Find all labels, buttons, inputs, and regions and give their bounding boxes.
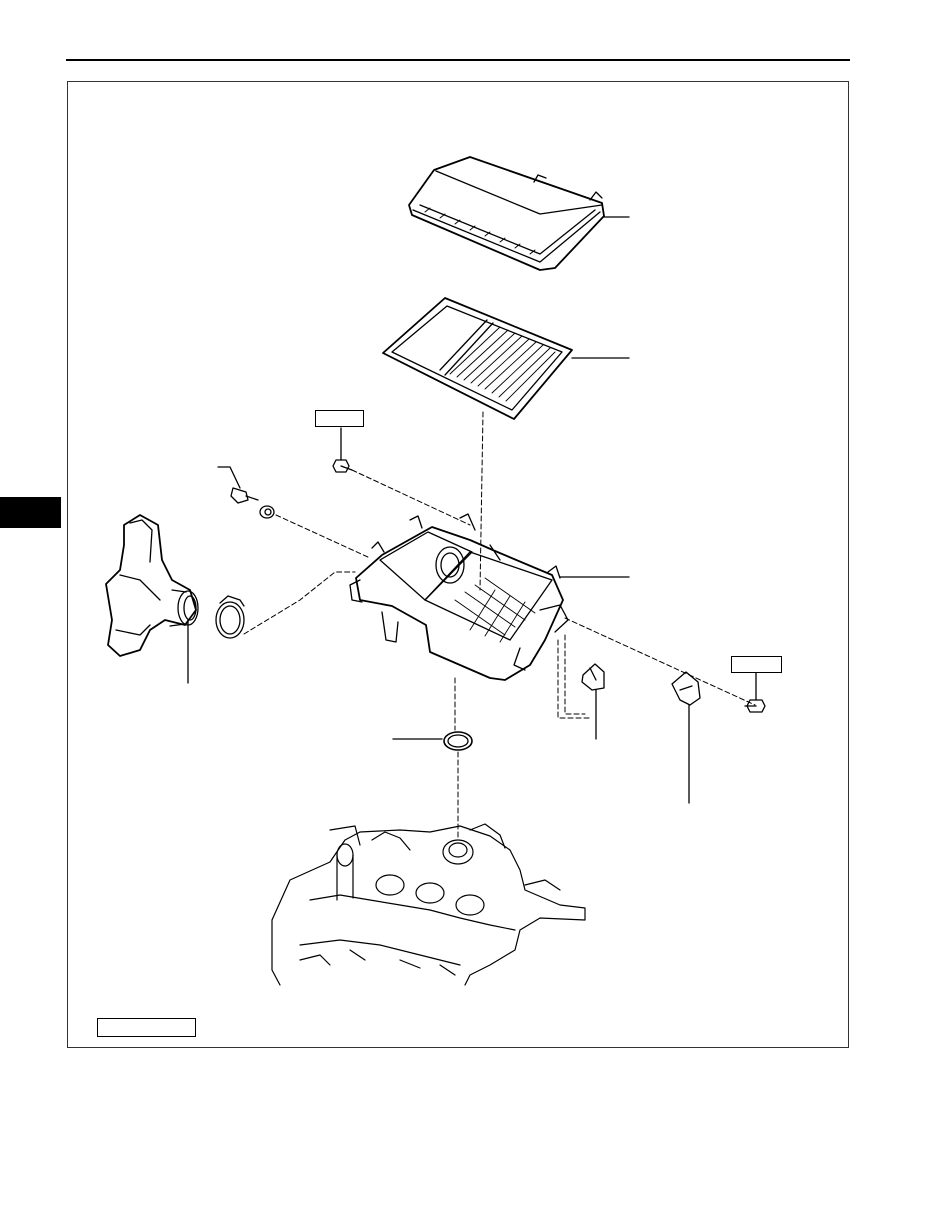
bolt-right-icon: [744, 699, 766, 713]
bracket-icon: [671, 671, 701, 706]
assembly-line-grommet: [275, 514, 371, 559]
air-cleaner-cap-icon: [408, 156, 605, 271]
header-rule: [66, 59, 850, 61]
assembly-line-case-bracket: [564, 617, 756, 706]
hose-clamp-icon: [215, 595, 245, 639]
leader-sensor: [217, 466, 241, 489]
diagram-frame: [67, 81, 849, 1048]
assembly-line-filter: [479, 411, 484, 591]
inlet-hose-icon: [105, 514, 199, 657]
sensor-icon: [230, 487, 259, 504]
clip-icon: [581, 663, 605, 691]
air-filter-element-icon: [382, 297, 573, 420]
section-tab: [0, 497, 61, 528]
engine-block-icon: [271, 823, 586, 986]
air-cleaner-case-icon: [349, 513, 569, 681]
torque-label-box-left: [315, 410, 364, 427]
assembly-line-clip: [564, 634, 586, 715]
gasket-icon: [443, 731, 473, 751]
torque-label-box-right: [731, 656, 782, 673]
assembly-line-clip-2: [557, 639, 591, 719]
assembly-line-clamp: [243, 571, 356, 635]
bolt-icon: [332, 459, 353, 473]
legend-box: [97, 1018, 196, 1037]
grommet-icon: [259, 505, 275, 519]
assembly-line-bolt: [351, 469, 471, 526]
